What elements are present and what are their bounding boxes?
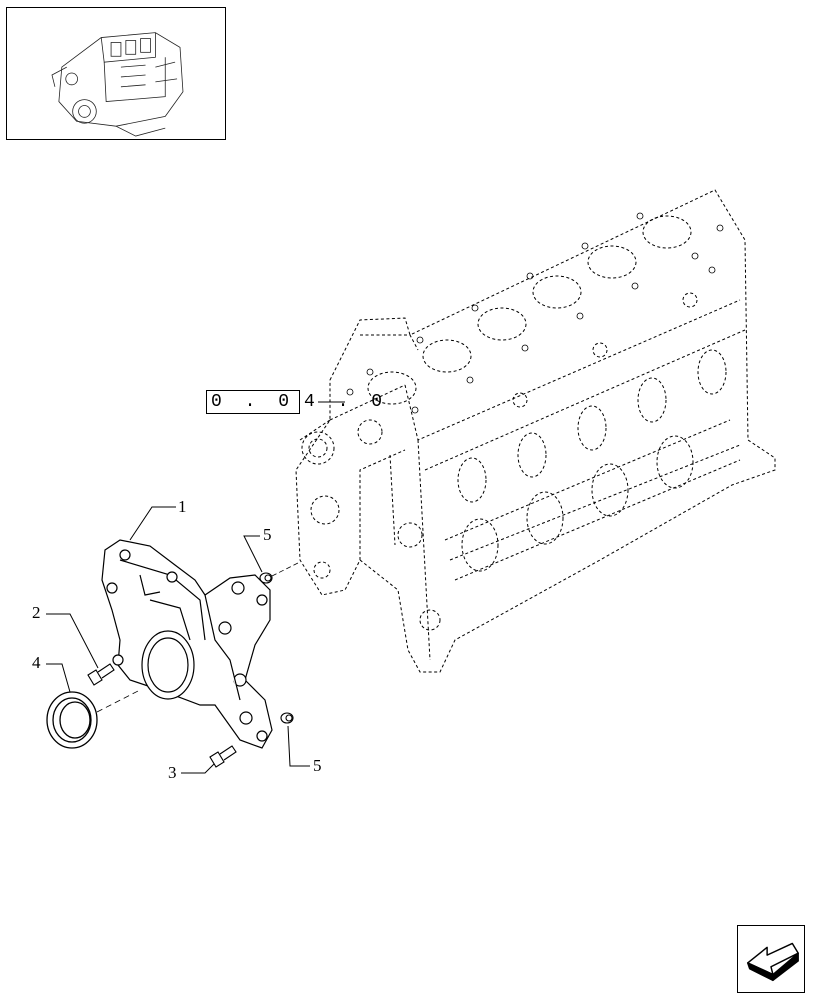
engine-block (295, 189, 776, 673)
next-page-arrow-icon (746, 942, 799, 982)
cross-reference[interactable]: 0 . 0 4 . 0 (206, 390, 388, 414)
callout-5-upper[interactable]: 5 (263, 525, 272, 544)
next-page-button[interactable] (737, 925, 805, 993)
plug-axis-line (271, 561, 301, 577)
seal-axis-line (96, 689, 141, 713)
part-bolt-2 (87, 663, 115, 686)
reference-rest: 4 . 0 (304, 392, 389, 412)
part-bolt-3 (209, 745, 237, 768)
part-plug-lower (280, 712, 294, 724)
part-plug-upper (259, 572, 273, 584)
callout-5-lower[interactable]: 5 (313, 756, 322, 775)
callout-2[interactable]: 2 (32, 603, 41, 622)
block-bolt-holes (346, 212, 724, 414)
callout-3[interactable]: 3 (168, 763, 177, 782)
part-seal-ring (46, 691, 98, 749)
callout-leaders (46, 506, 310, 774)
callout-1[interactable]: 1 (178, 497, 187, 516)
engine-overview-icon (51, 32, 184, 137)
reference-boxed: 0 . 0 (206, 390, 301, 414)
part-front-cover (101, 539, 273, 749)
callout-4[interactable]: 4 (32, 653, 41, 672)
engine-thumbnail[interactable] (6, 7, 226, 140)
